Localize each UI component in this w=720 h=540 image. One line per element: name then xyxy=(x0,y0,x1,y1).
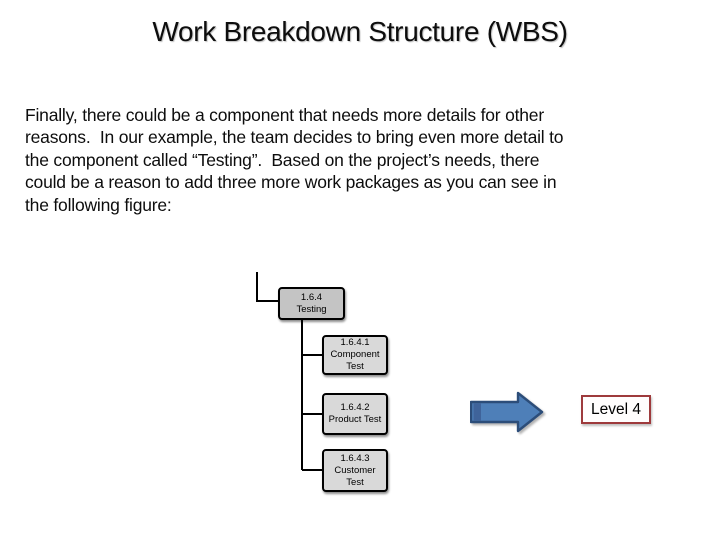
slide-title: Work Breakdown Structure (WBS) xyxy=(152,16,568,47)
node-label: Product Test xyxy=(328,414,382,425)
node-code: 1.6.4.1 xyxy=(340,337,370,348)
level-label: Level 4 xyxy=(591,400,641,418)
node-code: 1.6.4.2 xyxy=(340,402,370,413)
body-line: could be a reason to add three more work… xyxy=(25,172,557,193)
node-code: 1.6.4 xyxy=(300,291,323,303)
body-line: reasons. In our example, the team decide… xyxy=(25,127,564,148)
wbs-connector-lines xyxy=(256,272,323,471)
node-code: 1.6.4.3 xyxy=(340,452,370,464)
node-label: Customer Test xyxy=(334,464,376,488)
body-line: Finally, there could be a component that… xyxy=(25,105,544,125)
body-paragraph: Finally, there could be a component that… xyxy=(25,104,715,216)
wbs-node-product-test: 1.6.4.2 Product Test xyxy=(322,393,388,435)
body-line: the following figure: xyxy=(25,194,172,215)
node-label: Testing xyxy=(296,303,327,315)
node-label: Component Test xyxy=(330,349,380,372)
body-line: the component called “Testing”. Based on… xyxy=(25,149,540,170)
wbs-node-testing: 1.6.4 Testing xyxy=(278,287,345,320)
level-label-box: Level 4 xyxy=(581,395,651,424)
right-arrow-icon xyxy=(470,391,544,433)
wbs-node-component-test: 1.6.4.1 Component Test xyxy=(322,335,388,375)
wbs-node-customer-test: 1.6.4.3 Customer Test xyxy=(322,449,388,492)
